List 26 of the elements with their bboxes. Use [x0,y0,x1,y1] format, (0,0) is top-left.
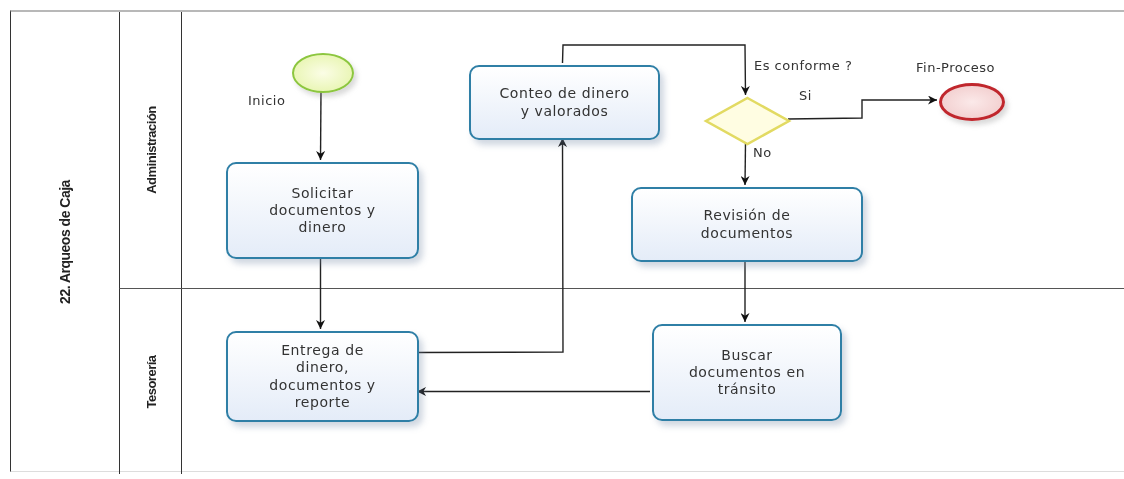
swimlane [119,12,1124,289]
lane-title: Tesorería [143,354,159,409]
event-label: Inicio [247,93,287,108]
task-box: Solicitar documentos y dinero [226,162,419,259]
arrow [740,259,750,323]
edge-label: No [752,145,773,160]
pool [10,10,1124,472]
task-box: Entrega de dinero, documentos y reporte [226,331,419,422]
arrow [416,137,567,354]
pool-title: 22. Arqueos de Caja [57,179,73,304]
arrow [416,387,651,396]
arrow [561,44,750,96]
task-box: Buscar documentos en tránsito [652,324,842,421]
decision-diamond [705,97,790,145]
event-label: Es conforme ? [753,58,854,73]
arrow [740,142,750,186]
start-event-circle [292,53,354,93]
lane-title: Administración [143,106,159,194]
task-box: Conteo de dinero y valorados [469,65,660,140]
arrow [787,95,938,120]
arrow [316,90,326,161]
end-event-circle [939,83,1005,121]
edge-label: Si [798,88,813,103]
event-label: Fin-Proceso [915,60,997,75]
arrow [316,256,325,330]
task-box: Revisión de documentos [631,187,863,262]
